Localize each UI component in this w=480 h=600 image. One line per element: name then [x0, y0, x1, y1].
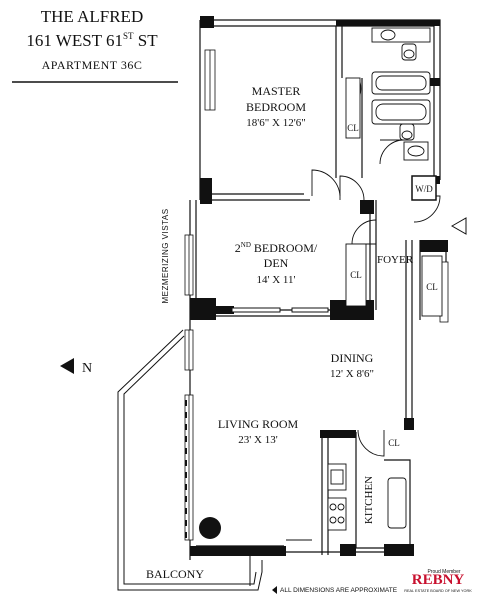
dimensions-note: ALL DIMENSIONS ARE APPROXIMATE — [280, 587, 398, 594]
second-bedroom-label-2: DEN — [264, 256, 289, 270]
living-room-dims: 23' X 13' — [238, 434, 277, 446]
rebny-logo: Proud Member REBNY REAL ESTATE BOARD OF … — [404, 569, 472, 593]
master-bedroom-label-2: BEDROOM — [246, 100, 306, 114]
footer: ALL DIMENSIONS ARE APPROXIMATE Proud Mem… — [272, 569, 472, 594]
north-arrow: N — [60, 358, 92, 376]
header: THE ALFRED 161 WEST 61ST ST APARTMENT 36… — [12, 7, 178, 83]
building-name: THE ALFRED — [41, 7, 143, 26]
solid-walls — [190, 16, 448, 556]
entry-arrow-icon — [450, 217, 467, 235]
kitchen-label: KITCHEN — [363, 476, 375, 524]
closet-label-master: CL — [347, 123, 359, 133]
svg-text:REAL ESTATE BOARD OF NEW YORK: REAL ESTATE BOARD OF NEW YORK — [404, 589, 472, 593]
master-bedroom-dims: 18'6" X 12'6" — [246, 117, 305, 129]
balcony-label: BALCONY — [146, 567, 204, 581]
column-circle — [199, 517, 221, 539]
washer-dryer-label: W/D — [415, 184, 433, 194]
foyer-label: FOYER — [377, 254, 414, 266]
second-bedroom-label: 2ND BEDROOM/ — [235, 241, 318, 255]
washer-dryer-box — [411, 175, 437, 201]
note-bullet-icon — [272, 586, 277, 594]
dining-label: DINING — [331, 351, 374, 365]
den-sliding-doors — [231, 307, 329, 313]
dining-dims: 12' X 8'6" — [330, 368, 374, 380]
kitchen-fixtures — [327, 463, 407, 531]
closet-label-den: CL — [350, 270, 362, 280]
closet-label-kitchen: CL — [388, 438, 400, 448]
master-bedroom-label: MASTER — [252, 84, 301, 98]
apartment-number: APARTMENT 36C — [42, 58, 143, 72]
windows — [184, 49, 449, 541]
living-room-label: LIVING ROOM — [218, 417, 299, 431]
bathroom-fixtures — [371, 27, 431, 161]
building-address: 161 WEST 61ST ST — [26, 31, 158, 50]
second-bedroom-dims: 14' X 11' — [257, 274, 296, 286]
svg-text:Proud Member: Proud Member — [427, 569, 460, 575]
balcony-outline — [117, 329, 263, 591]
closet-label-foyer: CL — [426, 282, 438, 292]
svg-text:N: N — [82, 361, 92, 376]
svg-text:REBNY: REBNY — [412, 572, 465, 588]
side-vista-label: MEZMERIZING VISTAS — [161, 208, 170, 303]
closets — [345, 77, 443, 317]
room-labels: MASTER BEDROOM 18'6" X 12'6" 2ND BEDROOM… — [146, 84, 438, 581]
